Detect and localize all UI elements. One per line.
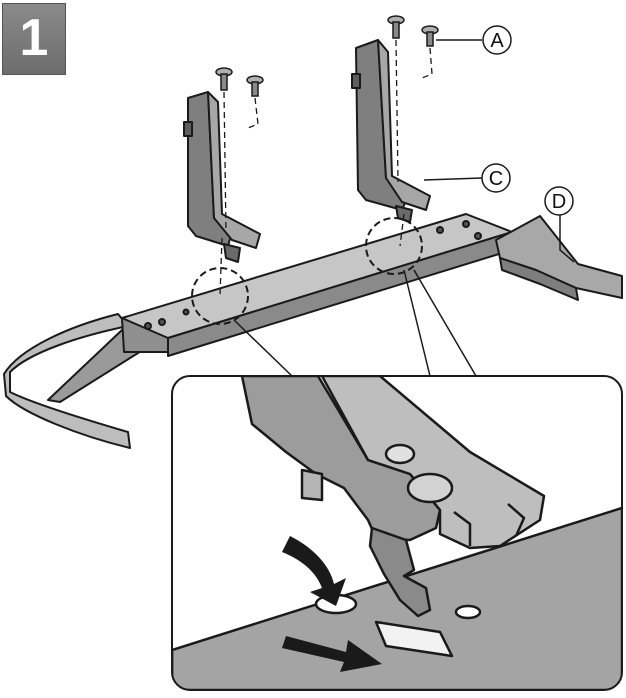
inset-pin: [300, 468, 324, 502]
right-arm-lower: [499, 257, 579, 301]
stand-base: [3, 213, 623, 449]
left-detail-circle: [191, 267, 249, 325]
screw-icon: [387, 15, 405, 39]
detail-inset: [171, 375, 623, 691]
right-detail-circle: [365, 217, 423, 275]
screw-icon: [421, 25, 439, 47]
screws: [215, 15, 439, 97]
callout-c: C: [481, 163, 511, 193]
right-bracket: [351, 39, 431, 223]
detail-circles: [191, 217, 423, 325]
screw-icon: [246, 75, 264, 97]
inset-slot: [374, 620, 454, 658]
screw-icon: [215, 67, 233, 91]
alignment-lines: [219, 39, 433, 297]
left-bracket: [183, 91, 261, 263]
callout-c-letter: C: [489, 168, 503, 190]
callout-leaders: [423, 39, 575, 263]
inset-bracket-flange: [320, 376, 546, 550]
callout-d: D: [544, 186, 574, 216]
step-number-badge: 1: [2, 3, 66, 75]
callout-a-letter: A: [490, 30, 504, 52]
left-foot: [3, 313, 131, 449]
base-bar-top: [121, 213, 513, 339]
step-number: 1: [19, 9, 49, 67]
left-bracket-side: [207, 91, 261, 249]
callout-a: A: [482, 25, 512, 55]
left-bracket-tab: [223, 243, 241, 263]
arrow-down-icon: [282, 536, 346, 606]
right-bracket-side: [377, 39, 431, 211]
zoom-lines: [233, 269, 477, 377]
callout-d-letter: D: [552, 191, 566, 213]
arrow-right-icon: [282, 636, 382, 672]
inset-hook-tab: [368, 526, 432, 618]
